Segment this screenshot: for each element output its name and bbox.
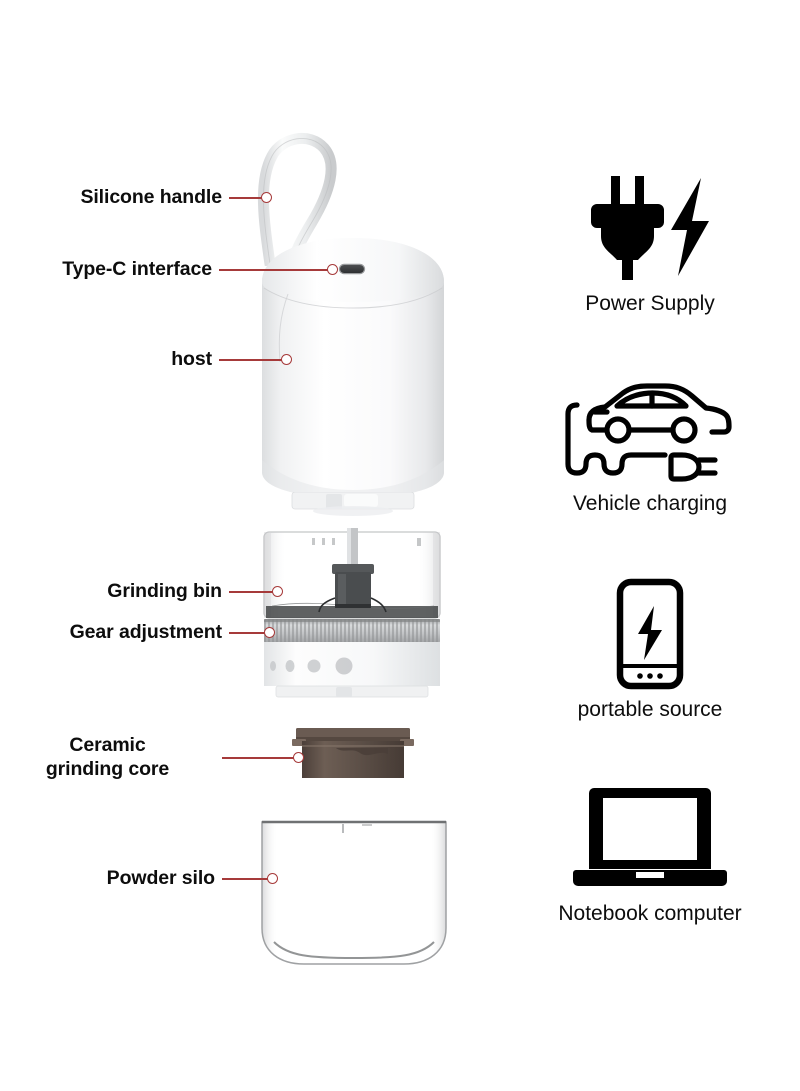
part-powder-silo [261,820,447,965]
callout-label-type-c-interface: Type-C interface [62,258,212,280]
part-base-collar [264,642,440,698]
laptop-icon [570,782,730,894]
part-motor-assembly [318,528,387,613]
power-plug-bolt-icon [575,172,725,284]
part-host-connector [291,492,415,516]
feature-caption-power-supply: Power Supply [585,292,715,315]
feature-caption-vehicle-charging: Vehicle charging [572,492,728,515]
callout-label-powder-silo: Powder silo [106,867,215,889]
leader-powder-silo [222,878,272,880]
feature-vehicle-charging: Vehicle charging [500,372,800,516]
dot-powder-silo [267,873,278,884]
leader-gear-adjustment [229,632,269,634]
part-ceramic-burr [292,728,414,778]
dot-gear-adjustment [264,627,275,638]
part-usb-c-port [340,265,364,273]
feature-caption-notebook-computer: Notebook computer [558,902,742,925]
feature-caption-portable-source: portable source [577,698,723,721]
feature-power-supply: Power Supply [500,172,800,316]
power-bank-icon [604,578,696,690]
dot-grinding-bin [272,586,283,597]
callout-label-grinding-bin: Grinding bin [107,580,222,602]
callout-label-ceramic-grinding-core: Ceramic grinding core [45,734,170,780]
callout-label-gear-adjustment: Gear adjustment [69,621,222,643]
part-gear-adjustment-ring [264,619,440,643]
callout-label-silicone-handle: Silicone handle [80,186,222,208]
dot-type-c [327,264,338,275]
leader-host [219,359,286,361]
feature-portable-source: portable source [500,578,800,722]
leader-ceramic-core [222,757,298,759]
part-host-body [262,238,444,498]
car-charging-icon [555,372,745,484]
callout-label-host: host [171,348,212,370]
dot-ceramic-core [293,752,304,763]
dot-silicone-handle [261,192,272,203]
leader-type-c [219,269,332,271]
leader-grinding-bin [229,591,277,593]
feature-notebook-computer: Notebook computer [500,782,800,926]
leader-silicone-handle [229,197,265,199]
dot-host [281,354,292,365]
